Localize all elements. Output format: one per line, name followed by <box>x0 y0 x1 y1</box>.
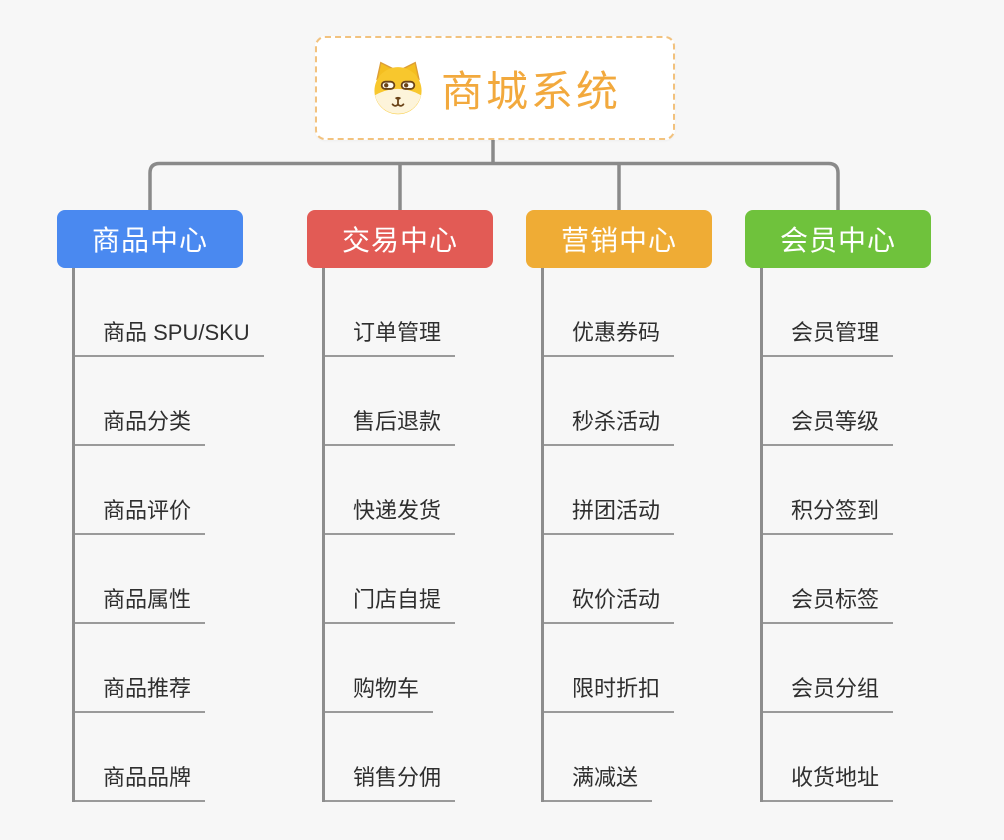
branch-header[interactable]: 会员中心 <box>745 210 931 268</box>
branch-item-label: 限时折扣 <box>544 676 675 713</box>
branch-item[interactable]: 会员管理 <box>763 268 995 357</box>
branch-header[interactable]: 商品中心 <box>57 210 243 268</box>
branch-label: 会员中心 <box>779 225 896 256</box>
branch-item-label: 积分签到 <box>763 498 894 535</box>
root-title: 商城系统 <box>440 67 621 115</box>
branch-item-label: 会员管理 <box>763 320 894 357</box>
branch-item-label: 售后退款 <box>325 409 456 446</box>
branch-label: 营销中心 <box>560 225 677 256</box>
branch-item-label: 收货地址 <box>763 765 894 802</box>
branch-item-label: 会员分组 <box>763 676 894 713</box>
branch: 会员中心 会员管理 会员等级 积分签到 会员标签 会员分组 收货地址 <box>745 210 995 802</box>
branch-item[interactable]: 拼团活动 <box>544 446 776 535</box>
branch-item[interactable]: 会员标签 <box>763 535 995 624</box>
bus-line <box>148 161 840 210</box>
branch-item[interactable]: 商品 SPU/SKU <box>75 268 307 357</box>
branch-header[interactable]: 交易中心 <box>307 210 493 268</box>
branch: 营销中心 优惠券码 秒杀活动 拼团活动 砍价活动 限时折扣 满减送 <box>526 210 776 802</box>
branch-items: 会员管理 会员等级 积分签到 会员标签 会员分组 收货地址 <box>760 268 995 802</box>
branch: 商品中心 商品 SPU/SKU 商品分类 商品评价 商品属性 商品推荐 商品品牌 <box>57 210 307 802</box>
branch-item-label: 购物车 <box>325 676 434 713</box>
branch-label: 商品中心 <box>91 225 208 256</box>
branch-item[interactable]: 商品品牌 <box>75 713 307 802</box>
branch-item-label: 商品 SPU/SKU <box>75 320 264 357</box>
branch-item[interactable]: 限时折扣 <box>544 624 776 713</box>
branch-item[interactable]: 优惠券码 <box>544 268 776 357</box>
branch-label: 交易中心 <box>341 225 458 256</box>
branch-item[interactable]: 快递发货 <box>325 446 557 535</box>
branch-item-label: 商品品牌 <box>75 765 206 802</box>
branch-item-label: 商品评价 <box>75 498 206 535</box>
branch-item[interactable]: 秒杀活动 <box>544 357 776 446</box>
branch-item[interactable]: 售后退款 <box>325 357 557 446</box>
branch-item-label: 订单管理 <box>325 320 456 357</box>
branch-item[interactable]: 会员分组 <box>763 624 995 713</box>
branch-header[interactable]: 营销中心 <box>526 210 712 268</box>
branch-item-label: 优惠券码 <box>544 320 675 357</box>
branch-item-label: 商品属性 <box>75 587 206 624</box>
branch-item-label: 会员标签 <box>763 587 894 624</box>
dog-icon <box>374 61 422 115</box>
branch-item-label: 满减送 <box>544 765 653 802</box>
branch-item[interactable]: 商品评价 <box>75 446 307 535</box>
branch-item-label: 会员等级 <box>763 409 894 446</box>
branch-item-label: 商品推荐 <box>75 676 206 713</box>
branch-items: 订单管理 售后退款 快递发货 门店自提 购物车 销售分佣 <box>322 268 557 802</box>
branch-item[interactable]: 收货地址 <box>763 713 995 802</box>
branch-item[interactable]: 销售分佣 <box>325 713 557 802</box>
branch-item[interactable]: 商品推荐 <box>75 624 307 713</box>
branch-item-label: 砍价活动 <box>544 587 675 624</box>
branch-item[interactable]: 砍价活动 <box>544 535 776 624</box>
branch-item-label: 秒杀活动 <box>544 409 675 446</box>
branch-item[interactable]: 会员等级 <box>763 357 995 446</box>
branch-item[interactable]: 购物车 <box>325 624 557 713</box>
branch-item[interactable]: 商品分类 <box>75 357 307 446</box>
branch-item[interactable]: 订单管理 <box>325 268 557 357</box>
branch-item-label: 销售分佣 <box>325 765 456 802</box>
branch-item[interactable]: 满减送 <box>544 713 776 802</box>
branch: 交易中心 订单管理 售后退款 快递发货 门店自提 购物车 销售分佣 <box>307 210 557 802</box>
branch-item[interactable]: 商品属性 <box>75 535 307 624</box>
branch-items: 优惠券码 秒杀活动 拼团活动 砍价活动 限时折扣 满减送 <box>541 268 776 802</box>
branch-item-label: 商品分类 <box>75 409 206 446</box>
branch-items: 商品 SPU/SKU 商品分类 商品评价 商品属性 商品推荐 商品品牌 <box>72 268 307 802</box>
branch-item-label: 拼团活动 <box>544 498 675 535</box>
branch-item[interactable]: 门店自提 <box>325 535 557 624</box>
branch-item[interactable]: 积分签到 <box>763 446 995 535</box>
branch-item-label: 快递发货 <box>325 498 456 535</box>
root-node[interactable]: 商城系统 <box>315 36 675 140</box>
branch-item-label: 门店自提 <box>325 587 456 624</box>
